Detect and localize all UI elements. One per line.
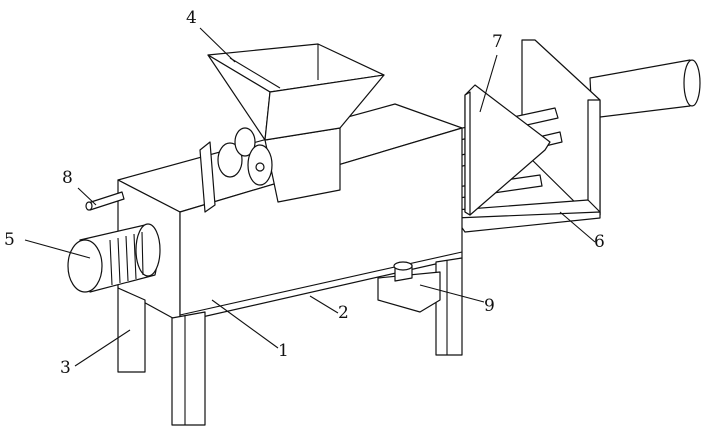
label-body: 1 [278, 343, 289, 360]
label-leg: 3 [60, 360, 71, 377]
label-inlet-pipe: 8 [62, 170, 73, 187]
label-motor: 5 [4, 232, 15, 249]
outlet-pipe [590, 60, 700, 118]
label-bracket: 9 [484, 298, 495, 315]
label-frame: 6 [594, 234, 605, 251]
label-hopper: 4 [186, 10, 197, 27]
label-base-plate: 2 [338, 305, 349, 322]
label-push-plate: 7 [492, 34, 503, 51]
